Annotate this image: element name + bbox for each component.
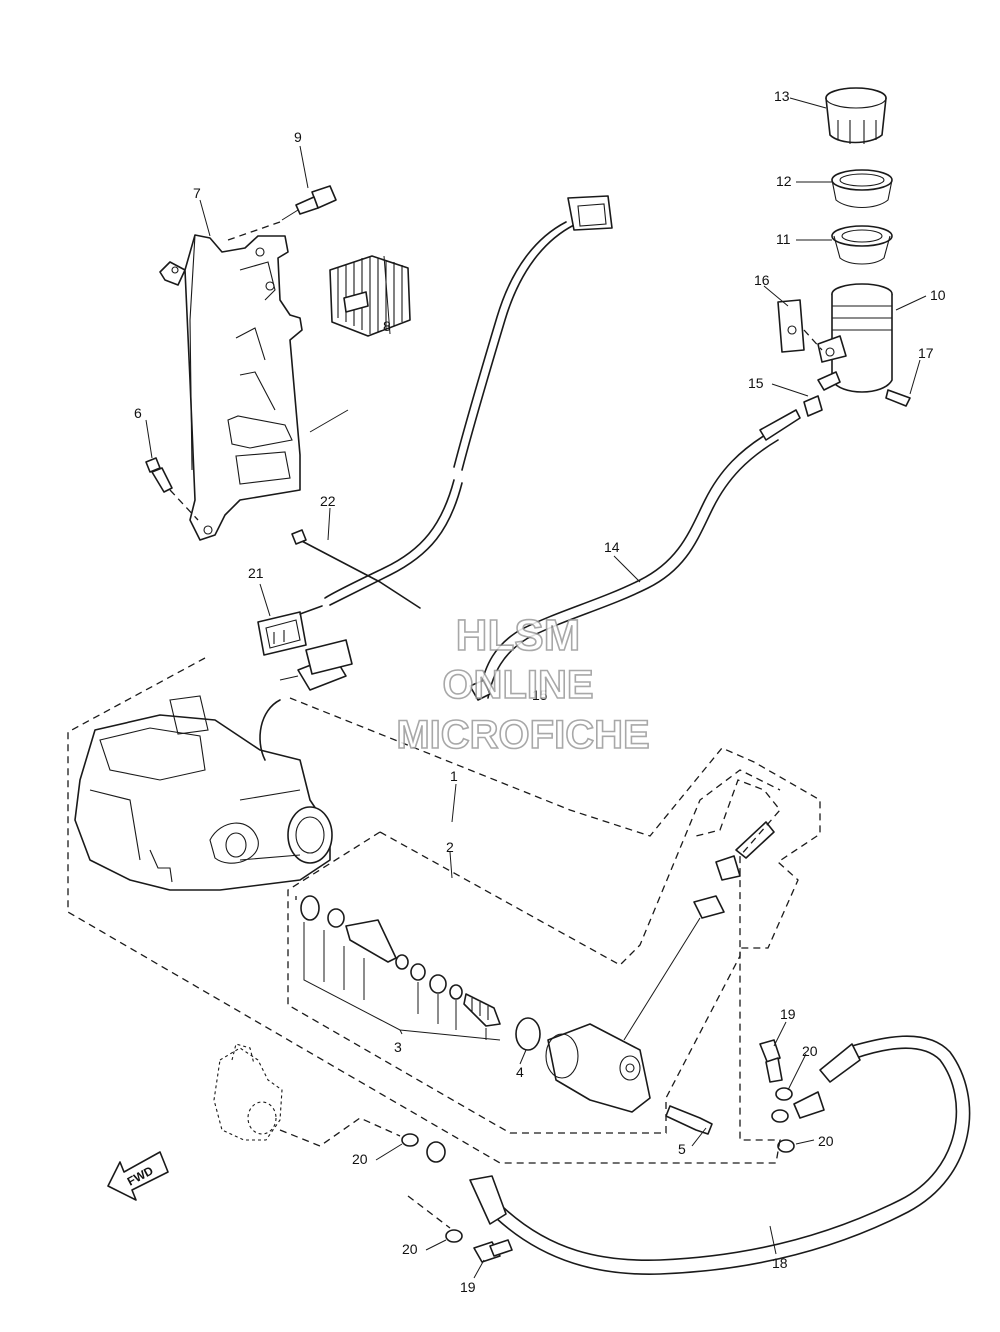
callout-11: 11 (776, 231, 791, 247)
hose-fitting-part[interactable] (623, 821, 775, 1041)
callout-20-left-upper: 20 (352, 1151, 368, 1167)
screw-part-17[interactable] (885, 389, 911, 407)
valve-kit-part[interactable] (303, 908, 501, 1041)
rectifier-regulator-part[interactable] (309, 255, 411, 433)
bolt-part[interactable] (227, 185, 337, 241)
callout-17: 17 (918, 345, 934, 361)
callout-20-right-upper: 20 (802, 1043, 818, 1059)
watermark: HLSM ONLINE MICROFICHE (396, 610, 651, 758)
callout-19-left: 19 (460, 1279, 476, 1295)
reservoir-tank-part[interactable] (817, 283, 893, 393)
callout-9: 9 (294, 129, 302, 145)
wire-harness-part[interactable] (324, 195, 613, 606)
cable-tie-part[interactable] (291, 529, 421, 609)
callout-10: 10 (930, 287, 946, 303)
coupler-part[interactable] (257, 605, 323, 656)
callout-21: 21 (248, 565, 264, 581)
hydraulic-unit-part[interactable] (74, 695, 333, 891)
watermark-line-1: HLSM (456, 611, 581, 660)
fwd-direction-arrow: FWD (107, 1151, 169, 1201)
oil-hose-part[interactable] (469, 1035, 971, 1275)
callout-leaders (145, 97, 927, 1279)
callout-22: 22 (320, 493, 336, 509)
screw-part[interactable] (145, 457, 199, 521)
callout-16: 16 (754, 272, 770, 288)
diaphragm-part[interactable] (831, 225, 893, 265)
callout-1: 1 (450, 768, 458, 784)
bracket-part[interactable] (159, 234, 303, 541)
callout-19-right: 19 (780, 1006, 796, 1022)
callout-8: 8 (383, 318, 391, 334)
callout-13: 13 (774, 88, 790, 104)
cable-part[interactable] (479, 409, 801, 699)
hose-nipple-part[interactable] (817, 371, 841, 391)
circlip-part[interactable] (300, 895, 320, 921)
diaphragm-plate-part[interactable] (831, 169, 893, 209)
hydraulic-unit-group-outline (67, 657, 821, 1164)
callout-20-right-lower: 20 (818, 1133, 834, 1149)
callout-4: 4 (516, 1064, 524, 1080)
callout-12: 12 (776, 173, 792, 189)
callout-14: 14 (604, 539, 620, 555)
union-bolt-part[interactable] (473, 1039, 783, 1263)
valve-inner-outline (379, 769, 781, 966)
watermark-line-3: MICROFICHE (396, 713, 649, 757)
callout-7: 7 (193, 185, 201, 201)
hydraulic-cylinder-part[interactable] (545, 1023, 651, 1113)
valve-assembly-group-outline (287, 779, 781, 1134)
callout-6: 6 (134, 405, 142, 421)
callout-20-left-lower: 20 (402, 1241, 418, 1257)
bracket-plate-part[interactable] (777, 299, 823, 353)
o-ring-part[interactable] (515, 1017, 541, 1051)
oil-pump-reference (213, 1043, 401, 1147)
callout-2: 2 (446, 839, 454, 855)
reservoir-cap-part[interactable] (825, 87, 887, 144)
callout-5: 5 (678, 1141, 686, 1157)
connector-part[interactable] (279, 639, 353, 691)
callout-15-upper: 15 (748, 375, 764, 391)
watermark-line-2: ONLINE (442, 663, 593, 707)
callout-3: 3 (394, 1039, 402, 1055)
gasket-part[interactable] (401, 1087, 825, 1243)
callout-15-lower: 15 (532, 687, 548, 703)
clamp-part[interactable] (469, 395, 823, 701)
callout-18: 18 (772, 1255, 788, 1271)
